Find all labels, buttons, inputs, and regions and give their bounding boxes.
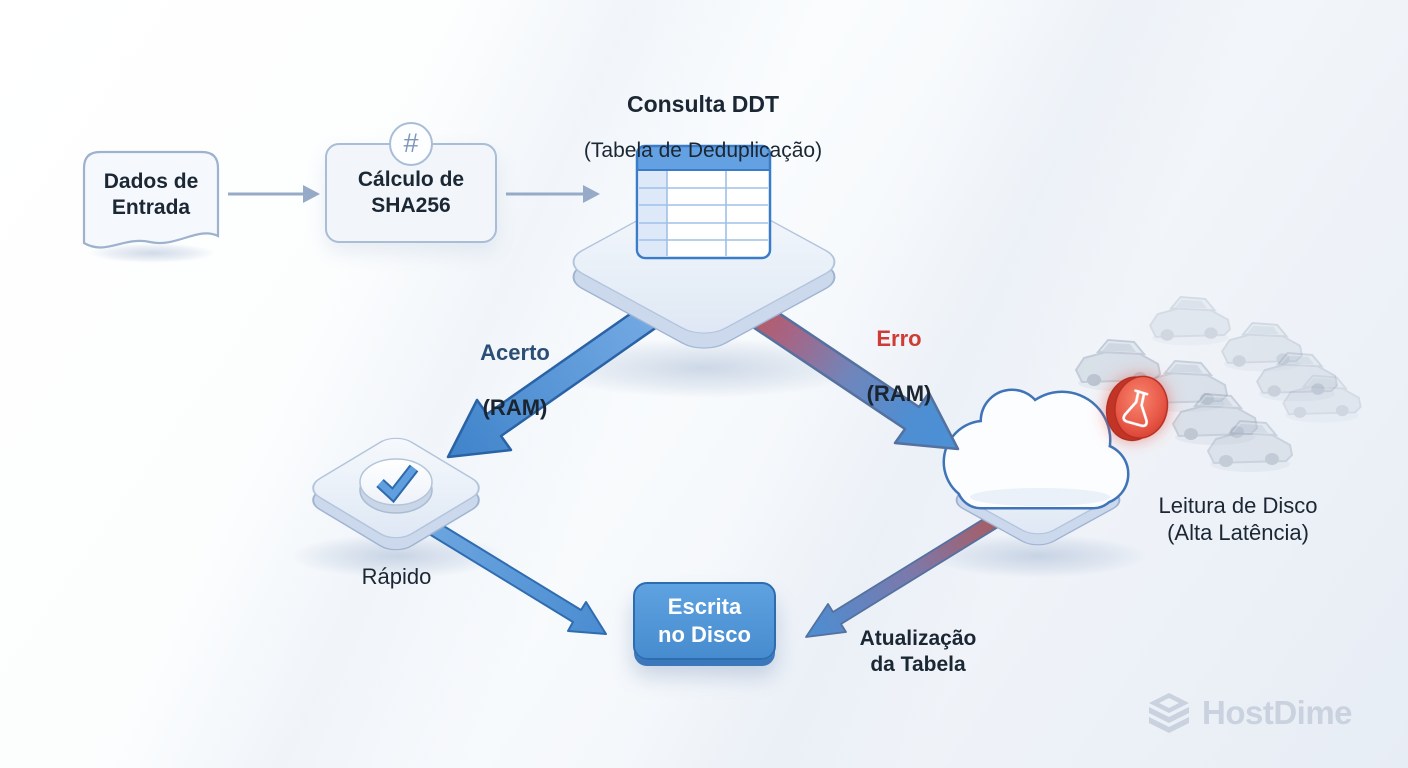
write-to-disk-label: Escrita no Disco [658,594,751,647]
fast-write-arrow [415,513,607,635]
ddt-title-block: Consulta DDT (Tabela de Deduplicação) [523,70,883,184]
input-data-node: Dados de Entrada [84,150,218,240]
hash-icon: # [389,122,433,166]
flask-badge-icon [1105,375,1169,442]
table-update-label: Atualização da Tabela [859,627,977,677]
input-to-hash-arrow [228,185,320,203]
layers-icon [1149,693,1189,733]
sha256-node: # Cálculo de SHA256 [325,122,497,243]
brand-watermark: HostDime [1146,690,1353,736]
hit-sublabel: (RAM) [482,394,548,420]
platform-shadows [88,243,1148,578]
hit-edge-label: Acerto (RAM) [452,312,578,448]
update-table-arrow [805,498,1025,638]
check-icon [359,458,433,514]
cloud-icon [942,388,1130,510]
fast-platform [312,437,480,551]
sha256-label: Cálculo de SHA256 [357,167,465,217]
document-icon [82,150,220,249]
hash-glyph: # [403,128,419,159]
disk-read-label: Leitura de Disco (Alta Latência) [1158,493,1318,546]
miss-label: Erro [876,326,922,352]
ddt-title: Consulta DDT [626,90,780,117]
miss-edge-label: Erro (RAM) [843,298,955,434]
miss-sublabel: (RAM) [866,380,932,406]
brand-name: HostDime [1202,694,1353,731]
input-data-label: Dados de Entrada [103,169,199,219]
fast-label: Rápido [361,564,432,589]
table-icon [635,144,772,260]
ddt-subtitle: (Tabela de Deduplicação) [583,139,823,163]
hit-label: Acerto [480,340,550,366]
write-to-disk-node: Escrita no Disco [633,582,776,660]
hash-to-ddt-arrow [506,185,600,203]
